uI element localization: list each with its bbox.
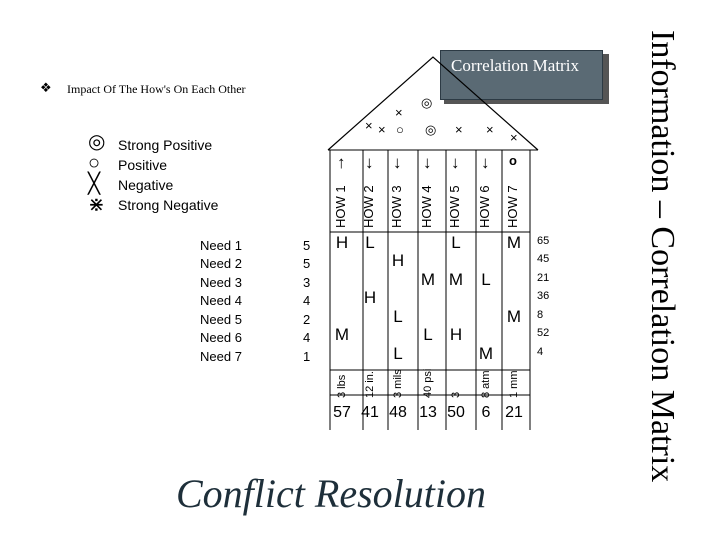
importance-value: 3 xyxy=(303,275,311,290)
roof-mark-icon: × xyxy=(510,130,518,145)
row-weight: 65 xyxy=(537,235,550,247)
arrow-icon: ↓ xyxy=(451,153,460,172)
target-unit: 3 xyxy=(450,391,462,398)
how-label-5: HOW 5 xyxy=(447,185,462,228)
arrow-icon: ↓ xyxy=(481,153,490,172)
row-weight: 4 xyxy=(537,346,544,358)
legend-label: Negative xyxy=(118,177,174,193)
target-unit: 8 atm xyxy=(480,370,492,398)
relationship-mark: H xyxy=(449,325,463,344)
legend-symbols: ◎ ○ ╳ ⋇ xyxy=(88,132,105,216)
matrix-grid xyxy=(329,150,531,430)
correlation-box: Correlation Matrix xyxy=(440,50,603,100)
need-label: Need 6 xyxy=(200,330,242,345)
importance-value: 4 xyxy=(303,293,311,308)
target-unit: 3 lbs xyxy=(336,374,348,398)
relationship-mark: L xyxy=(393,344,403,363)
target-unit: 12 in. xyxy=(364,371,376,398)
relationship-mark: M xyxy=(420,270,436,289)
relationship-mark: H xyxy=(391,251,405,270)
target-value: 6 xyxy=(481,404,491,421)
need-label: Need 1 xyxy=(200,238,242,253)
target-unit: 1 mm xyxy=(508,370,520,399)
target-value: 41 xyxy=(361,404,379,421)
target-value: 21 xyxy=(505,404,523,421)
roof-mark-icon: ◎ xyxy=(421,95,433,110)
roof-mark-icon: × xyxy=(365,118,373,133)
importance-value: 5 xyxy=(303,238,311,253)
roof-mark-icon: ○ xyxy=(396,122,404,137)
need-label: Need 2 xyxy=(200,256,242,271)
target-unit: 40 psi xyxy=(422,368,434,398)
importance-value: 4 xyxy=(303,330,311,345)
roof-mark-icon: × xyxy=(378,122,386,137)
subtitle: Impact Of The How's On Each Other xyxy=(67,82,246,96)
positive-icon: ○ xyxy=(88,152,101,174)
how-label-1: HOW 1 xyxy=(333,185,348,228)
legend-label: Strong Negative xyxy=(118,197,219,213)
negative-icon: ╳ xyxy=(88,173,101,195)
need-label: Need 4 xyxy=(200,293,242,308)
target-value: 50 xyxy=(447,404,465,421)
how-label-6: HOW 6 xyxy=(477,185,492,228)
importance-value: 2 xyxy=(303,312,311,327)
need-label: Need 3 xyxy=(200,275,242,290)
relationship-mark: L xyxy=(451,233,461,252)
importance-value: 1 xyxy=(303,349,311,364)
target-value: 48 xyxy=(389,404,407,421)
strong-positive-icon: ◎ xyxy=(88,131,106,153)
row-weight: 8 xyxy=(537,309,544,321)
relationship-mark: M xyxy=(448,270,464,289)
roof-outline xyxy=(327,56,539,151)
page-title: Information – Correlation Matrix xyxy=(644,30,681,483)
bullet-icon: ❖ xyxy=(40,80,52,95)
arrow-icon: ↓ xyxy=(423,153,432,172)
how-label-3: HOW 3 xyxy=(389,185,404,228)
roof-mark-icon: × xyxy=(395,105,403,120)
legend-label: Strong Positive xyxy=(118,137,213,153)
relationship-mark: M xyxy=(334,325,350,344)
target-unit: 3 mils xyxy=(392,369,404,398)
row-weight: 36 xyxy=(537,290,550,302)
footer-title: Conflict Resolution xyxy=(176,471,486,516)
how-label-2: HOW 2 xyxy=(361,185,376,228)
page-title-text: Information – Correlation Matrix xyxy=(644,30,681,483)
need-label: Need 5 xyxy=(200,312,242,327)
relationship-mark: L xyxy=(481,270,491,289)
roof-mark-icon: × xyxy=(455,122,463,137)
arrow-icon: ↑ xyxy=(337,153,346,172)
row-weight: 52 xyxy=(537,327,550,339)
how-label-7: HOW 7 xyxy=(505,185,520,228)
target-value: 57 xyxy=(333,404,351,421)
legend-label: Positive xyxy=(118,157,168,173)
arrow-icon: o xyxy=(509,153,517,168)
arrow-icon: ↓ xyxy=(393,153,402,172)
relationship-mark: M xyxy=(506,233,522,252)
target-value: 13 xyxy=(419,404,437,421)
relationship-mark: M xyxy=(478,344,494,363)
row-weight: 21 xyxy=(537,272,550,284)
relationship-mark: L xyxy=(393,307,403,326)
how-label-4: HOW 4 xyxy=(419,185,434,228)
importance-value: 5 xyxy=(303,256,311,271)
relationship-mark: L xyxy=(423,325,433,344)
row-weight: 45 xyxy=(537,253,550,265)
roof-mark-icon: ◎ xyxy=(425,122,437,137)
strong-negative-icon: ⋇ xyxy=(88,194,105,216)
correlation-box-label: Correlation Matrix xyxy=(451,56,579,75)
roof-mark-icon: × xyxy=(486,122,494,137)
relationship-mark: H xyxy=(335,233,349,252)
arrow-icon: ↓ xyxy=(365,153,374,172)
relationship-mark: H xyxy=(363,288,377,307)
need-label: Need 7 xyxy=(200,349,242,364)
relationship-mark: L xyxy=(365,233,375,252)
relationship-mark: M xyxy=(506,307,522,326)
